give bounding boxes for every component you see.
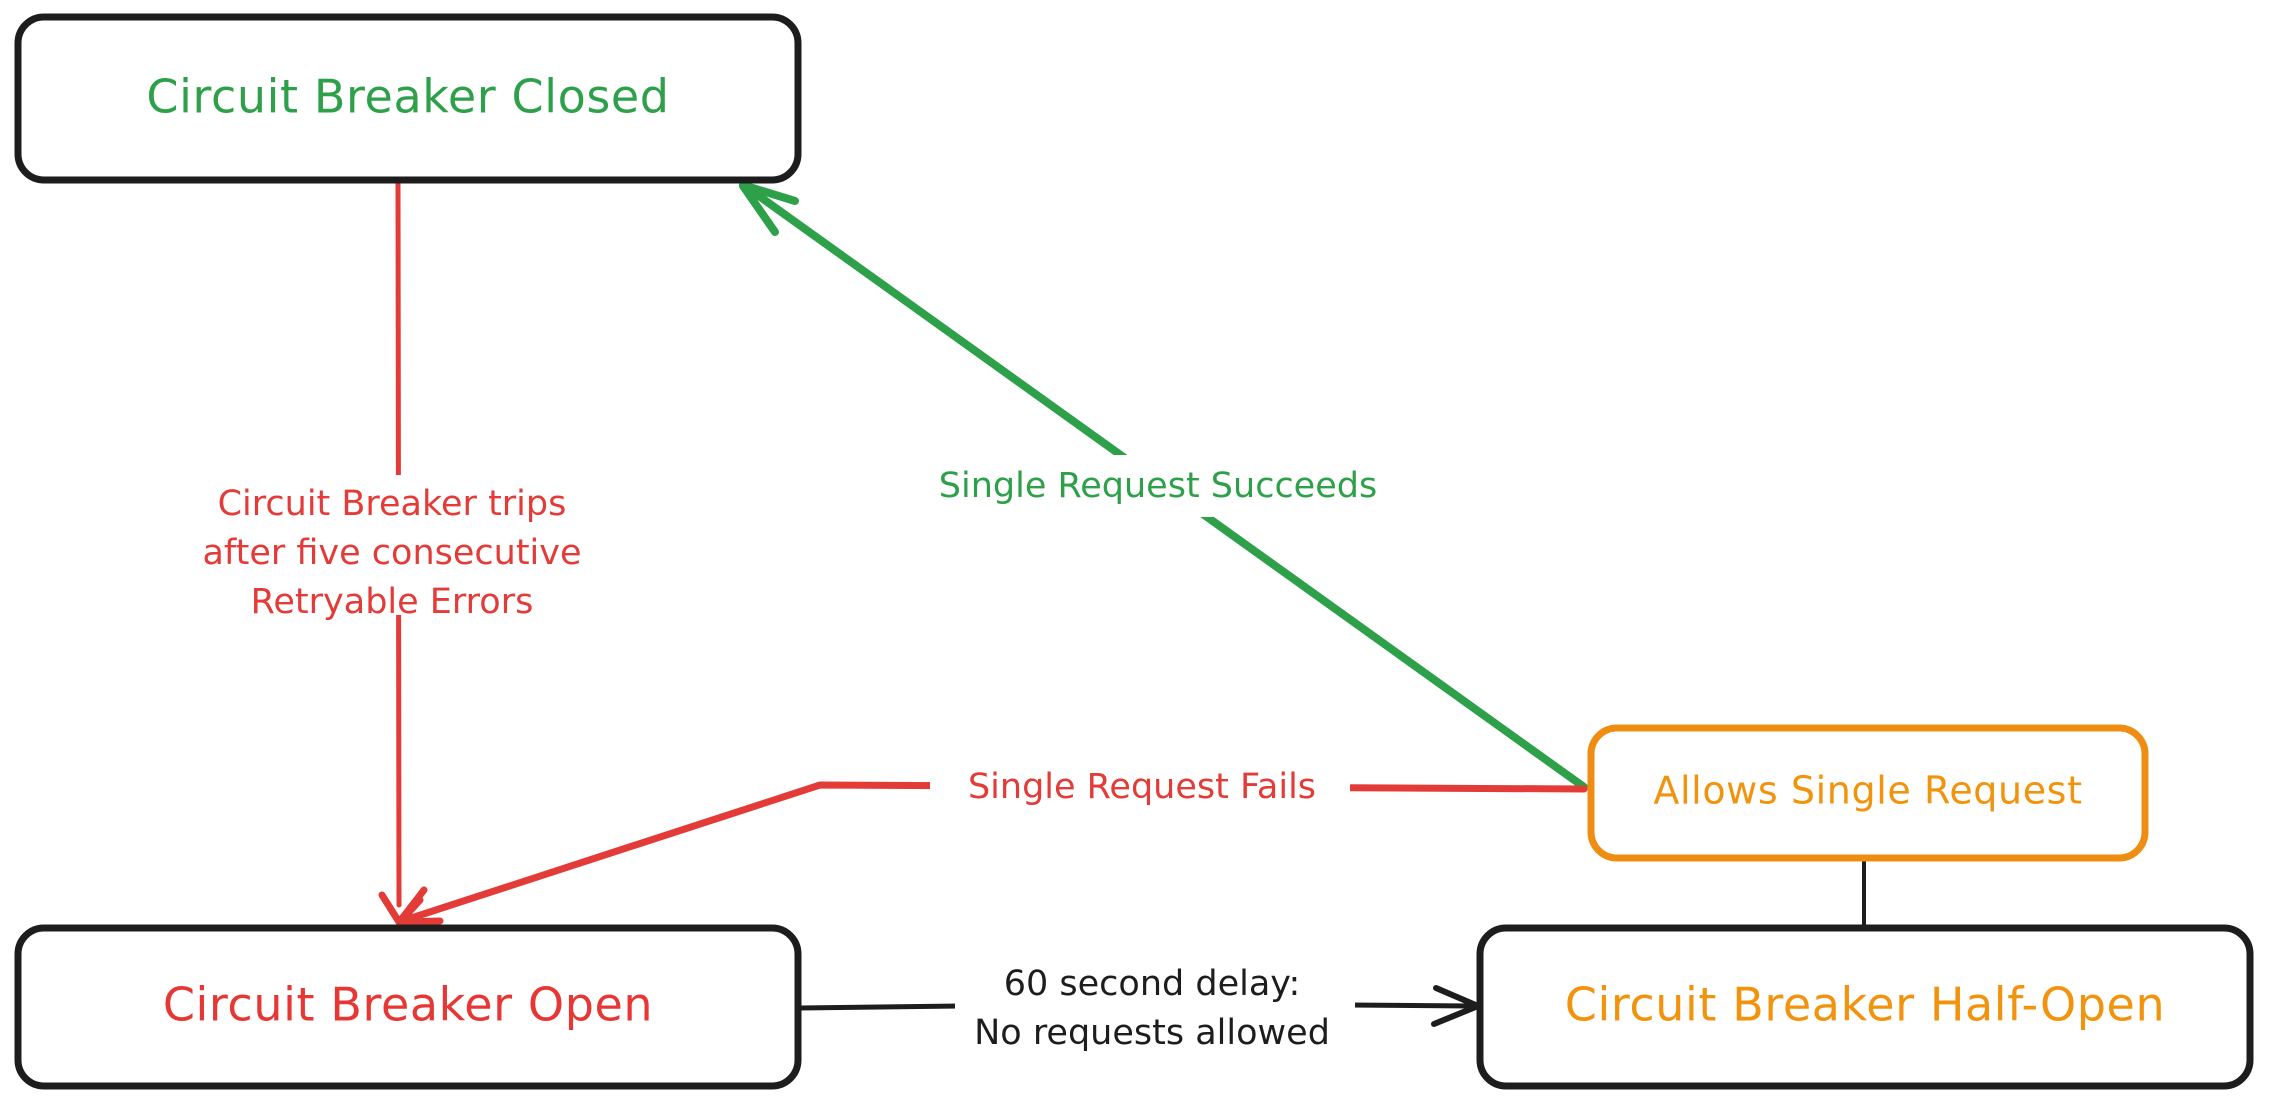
edge-label-allows-to-open-text: Single Request Fails <box>968 767 1316 807</box>
edge-label-closed-to-open-backdrop <box>160 475 640 615</box>
node-allows-single-request[interactable]: Allows Single Request <box>1587 724 2149 862</box>
edge-label-allows-to-closed-backdrop <box>905 455 1405 517</box>
node-open-label: Circuit Breaker Open <box>163 978 653 1032</box>
edge-allows-to-open-arrowhead <box>397 896 444 926</box>
node-closed-shape <box>14 13 802 184</box>
edge-label-allows-to-closed: Single Request Succeeds <box>905 455 1405 517</box>
node-open-shape <box>14 924 802 1090</box>
edge-label-open-to-half-open-backdrop <box>955 955 1355 1065</box>
node-circuit-breaker-half-open[interactable]: Circuit Breaker Half-Open <box>1476 924 2254 1090</box>
edge-allows-to-closed-arrowhead <box>739 181 799 236</box>
node-half-open-shape <box>1476 924 2254 1090</box>
node-allows-single-label: Allows Single Request <box>1653 769 2082 813</box>
edge-label-open-to-half-open-line2: No requests allowed <box>974 1013 1330 1053</box>
edge-open-to-half-open-line-right <box>1345 1002 1473 1009</box>
edge-label-allows-to-open: Single Request Fails <box>930 762 1350 814</box>
edge-label-allows-to-open-backdrop <box>930 762 1350 814</box>
node-circuit-breaker-open[interactable]: Circuit Breaker Open <box>14 924 802 1090</box>
node-half-open-label: Circuit Breaker Half-Open <box>1565 978 2165 1032</box>
node-circuit-breaker-closed[interactable]: Circuit Breaker Closed <box>14 13 802 184</box>
edge-label-open-to-half-open: 60 second delay: No requests allowed <box>955 955 1355 1065</box>
edge-label-allows-to-closed-text: Single Request Succeeds <box>939 466 1377 506</box>
edge-label-closed-to-open-line3: Retryable Errors <box>251 582 534 622</box>
edge-label-closed-to-open-line2: after five consecutive <box>202 533 581 573</box>
edge-open-to-half-open-line-left <box>797 1003 963 1011</box>
node-allows-single-shape <box>1587 724 2149 862</box>
edge-label-open-to-half-open-line1: 60 second delay: <box>1004 964 1301 1004</box>
edge-label-closed-to-open: Circuit Breaker trips after five consecu… <box>160 475 640 622</box>
node-closed-label: Circuit Breaker Closed <box>146 70 669 124</box>
edge-label-closed-to-open-line1: Circuit Breaker trips <box>218 484 567 524</box>
